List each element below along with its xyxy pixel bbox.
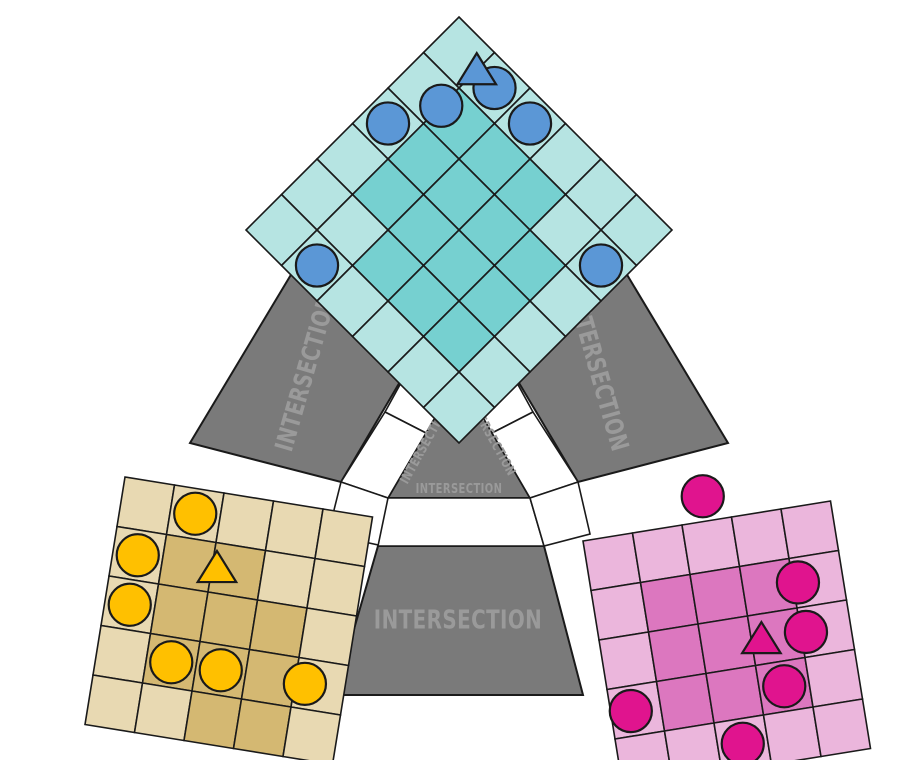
magenta-board-cell[interactable] (598, 631, 658, 691)
magenta-circle-piece[interactable] (762, 664, 807, 709)
yellow-board-cell[interactable] (84, 674, 144, 734)
yellow-board-cell[interactable] (282, 706, 342, 760)
yellow-board-cell[interactable] (232, 698, 292, 758)
magenta-circle-piece[interactable] (608, 688, 653, 734)
yellow-board-cell[interactable] (92, 624, 152, 684)
magenta-board-cell[interactable] (590, 581, 650, 641)
blue-circle-piece[interactable] (419, 83, 464, 128)
yellow-circle-piece[interactable] (282, 661, 328, 707)
center-label-bottom: INTERSECTION (416, 481, 503, 496)
magenta-board-cell[interactable] (663, 722, 723, 760)
yellow-board-cell[interactable] (306, 557, 366, 617)
yellow-circle-piece[interactable] (173, 491, 218, 536)
yellow-board-cell[interactable] (133, 682, 193, 742)
yellow-board-cell[interactable] (149, 583, 209, 643)
magenta-circle-piece[interactable] (783, 609, 829, 655)
magenta-circle-piece[interactable] (680, 474, 725, 519)
yellow-board-cell[interactable] (199, 591, 259, 651)
magenta-circle-piece[interactable] (720, 721, 765, 760)
yellow-board-cell[interactable] (264, 500, 324, 560)
magenta-board-cell[interactable] (780, 500, 840, 560)
yellow-board-cell[interactable] (314, 508, 374, 568)
magenta-circle-piece[interactable] (775, 560, 821, 605)
yellow-circle-piece[interactable] (198, 648, 243, 693)
yellow-board-cell[interactable] (298, 607, 358, 667)
blue-circle-piece[interactable] (578, 243, 624, 288)
magenta-board-cell[interactable] (689, 565, 749, 625)
magenta-board-cell[interactable] (582, 532, 642, 592)
player-pieces (107, 51, 829, 760)
magenta-board-cell[interactable] (804, 648, 864, 708)
yellow-triangle-piece[interactable] (195, 548, 239, 584)
yellow-board-cell[interactable] (183, 690, 243, 750)
magenta-board-cell[interactable] (639, 573, 699, 633)
yellow-board-cell[interactable] (157, 533, 217, 593)
magenta-board-cell[interactable] (614, 730, 673, 760)
connector-cell-bottom-right[interactable] (529, 480, 591, 547)
blue-circle-piece[interactable] (507, 101, 553, 146)
yellow-circle-piece[interactable] (107, 582, 152, 627)
blue-circle-piece[interactable] (294, 243, 340, 288)
yellow-circle-piece[interactable] (115, 533, 160, 578)
magenta-board-cell[interactable] (730, 508, 790, 568)
magenta-board-cell[interactable] (647, 623, 707, 683)
magenta-board-cell[interactable] (812, 698, 872, 758)
magenta-triangle-piece[interactable] (740, 619, 783, 655)
blue-board-cell[interactable] (422, 370, 496, 445)
blue-circle-piece[interactable] (365, 101, 411, 146)
magenta-board-cell[interactable] (631, 524, 691, 584)
magenta-board-cell[interactable] (681, 516, 741, 576)
yellow-board-cell[interactable] (116, 476, 176, 536)
connector-cell-bottom-middle[interactable] (377, 497, 546, 547)
intersection-label-bottom: INTERSECTION (374, 605, 542, 635)
yellow-circle-piece[interactable] (149, 640, 194, 685)
yellow-board-cell[interactable] (215, 492, 275, 552)
magenta-board-cell[interactable] (705, 664, 765, 724)
blue-triangle-piece[interactable] (455, 51, 499, 86)
magenta-board-cell[interactable] (762, 706, 822, 760)
yellow-board-cell[interactable] (256, 549, 316, 609)
yellow-board-cell[interactable] (248, 599, 308, 659)
magenta-board-cell[interactable] (655, 672, 715, 732)
